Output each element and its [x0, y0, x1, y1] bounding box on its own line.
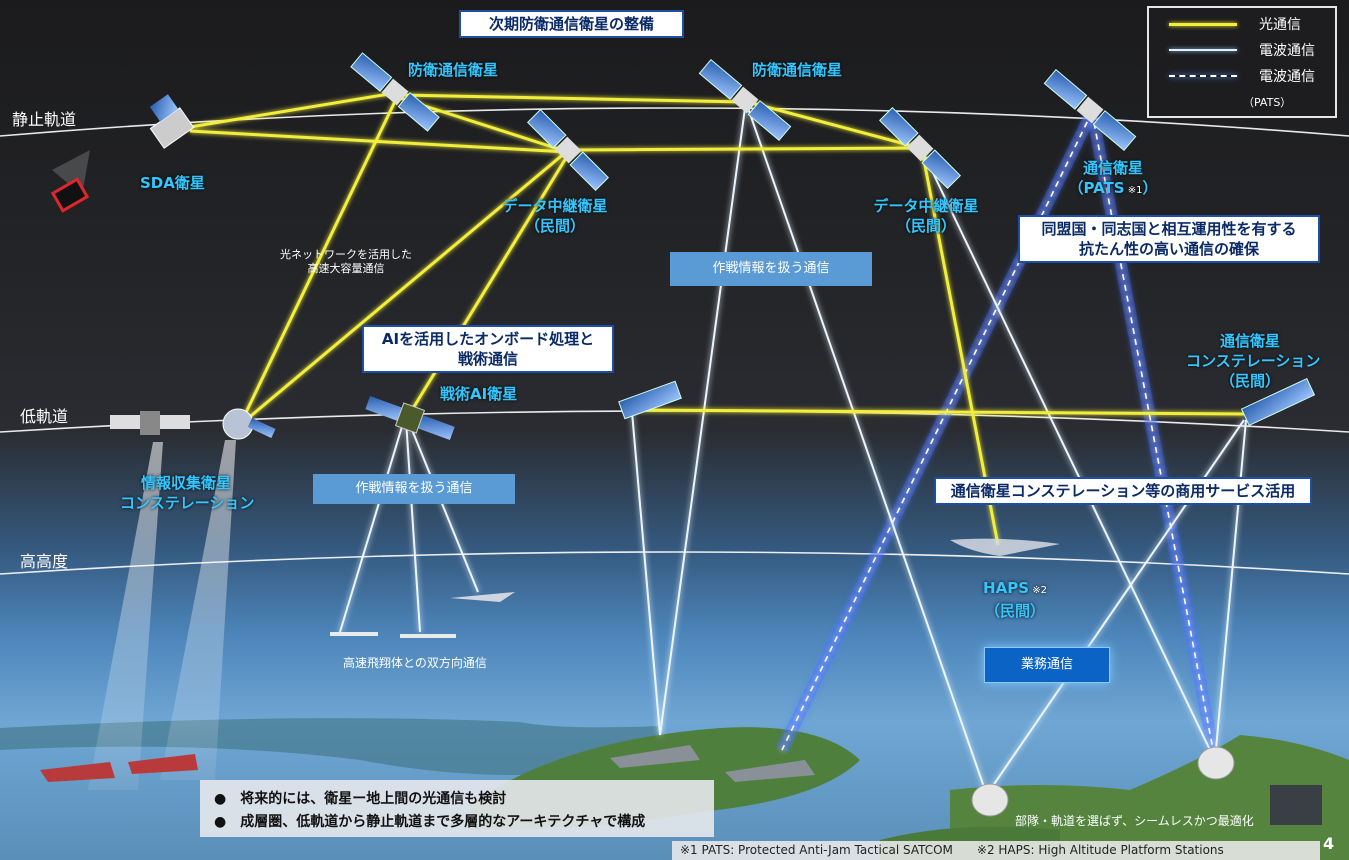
label-isr-constellation: 情報収集衛星コンステレーション [120, 474, 255, 512]
legend-radio: 電波通信 [1169, 40, 1329, 60]
bullet-item: ● 将来的には、衛星ー地上間の光通信も検討 [214, 791, 507, 807]
label-defense-satellite-right: 防衛通信衛星 [752, 61, 843, 79]
legend-swatch-optical [1169, 23, 1237, 26]
note-ground-seamless: 部隊・軌道を選ばず、シームレスかつ最適化 [1015, 814, 1254, 828]
page-title: 次期防衛通信衛星の整備 [459, 10, 684, 38]
pats-footnote-marker: ※1 [1127, 185, 1143, 196]
legend-optical: 光通信 [1169, 14, 1329, 34]
orbit-label-leo: 低軌道 [20, 407, 69, 426]
label-relay-satellite-left: データ中継衛星（民間） [502, 197, 608, 235]
haps-footnote-marker: ※2 [1032, 585, 1047, 596]
bullet-box: ● 将来的には、衛星ー地上間の光通信も検討 ● 成層圏、低軌道から静止軌道まで多… [200, 780, 714, 837]
optical-links [189, 91, 1247, 546]
legend-swatch-radio [1169, 49, 1237, 51]
footnote: ※1 PATS: Protected Anti-Jam Tactical SAT… [672, 841, 1320, 860]
label-pats-satellite: 通信衛星 （PATS ※1） [1068, 159, 1158, 197]
callout-interoperability: 同盟国・同志国と相互運用性を有する抗たん性の高い通信の確保 [1018, 215, 1320, 263]
isr-beams [52, 150, 236, 790]
box-ops-comm-upper: 作戦情報を扱う通信 [670, 252, 872, 286]
label-relay-satellite-right: データ中継衛星（民間） [873, 197, 979, 235]
bullet-item: ● 成層圏、低軌道から静止軌道まで多層的なアーキテクチャで構成 [214, 814, 646, 830]
ground-and-air-assets [40, 538, 1322, 825]
callout-commercial-services: 通信衛星コンステレーション等の商用サービス活用 [934, 477, 1312, 505]
label-defense-satellite-left: 防衛通信衛星 [408, 61, 499, 79]
label-sda-satellite: SDA衛星 [140, 174, 205, 192]
legend-pats-sub: （PATS） [1243, 96, 1292, 109]
orbit-label-high-altitude: 高高度 [20, 552, 69, 571]
legend-radio-pats: 電波通信 [1169, 66, 1329, 86]
note-hypersonic-link: 高速飛翔体との双方向通信 [343, 656, 487, 670]
satellite-icons [50, 52, 1316, 440]
box-ops-comm-lower: 作戦情報を扱う通信 [313, 474, 515, 504]
box-business-comm: 業務通信 [984, 647, 1110, 683]
legend-swatch-radio-pats [1169, 75, 1237, 77]
callout-ai-onboard: AIを活用したオンボード処理と戦術通信 [362, 325, 614, 373]
page-number: 4 [1323, 834, 1335, 853]
note-optical-network: 光ネットワークを活用した高速大容量通信 [280, 248, 412, 275]
label-tactical-ai-satellite: 戦術AI衛星 [440, 385, 518, 403]
orbit-label-geo: 静止軌道 [12, 110, 77, 129]
label-haps: HAPS ※2 （民間） [983, 579, 1047, 620]
label-comm-constellation: 通信衛星コンステレーション（民間） [1186, 332, 1321, 390]
legend: 光通信 電波通信 電波通信 （PATS） [1147, 6, 1337, 118]
